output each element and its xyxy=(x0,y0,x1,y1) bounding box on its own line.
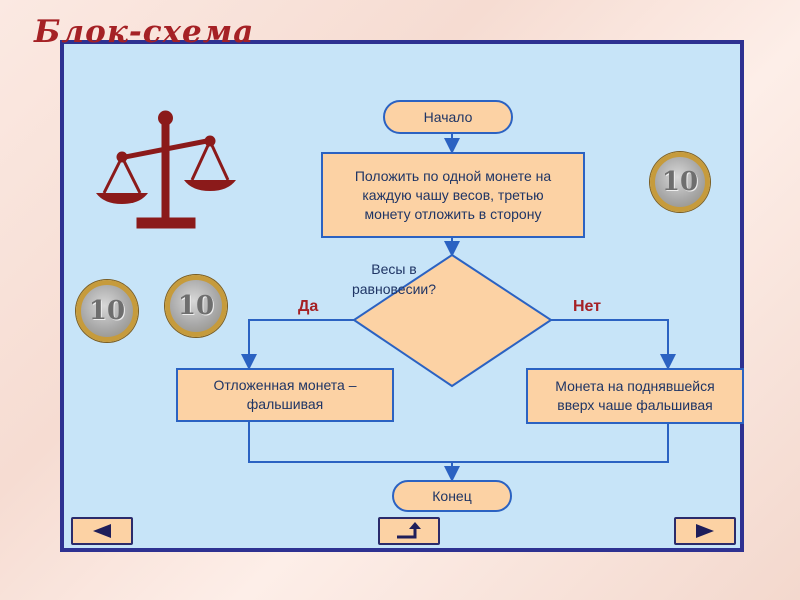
process-step-box: Положить по одной монете на каждую чашу … xyxy=(321,152,585,238)
no-result-label: Монета на поднявшейся вверх чаше фальшив… xyxy=(555,378,715,413)
next-slide-button[interactable] xyxy=(674,517,736,545)
slide-title: Блок-схема xyxy=(34,14,255,50)
connector-no-merge xyxy=(452,424,669,463)
no-result-box: Монета на поднявшейся вверх чаше фальшив… xyxy=(526,368,744,424)
connector-yes-merge xyxy=(248,422,452,463)
process-step-label: Положить по одной монете на каждую чашу … xyxy=(354,167,552,222)
yes-result-label: Отложенная монета – фальшивая xyxy=(213,377,357,412)
end-terminal: Конец xyxy=(392,480,512,512)
right-arrow-icon xyxy=(696,524,714,538)
left-arrow-icon xyxy=(93,524,111,538)
decision-diamond xyxy=(352,253,553,388)
end-label: Конец xyxy=(432,487,472,504)
scales-icon xyxy=(96,110,236,229)
coin-icon: 10 xyxy=(165,275,227,337)
start-label: Начало xyxy=(423,108,473,125)
coin-icon: 10 xyxy=(76,280,138,342)
coin-icon: 10 xyxy=(650,152,710,212)
decision-label: Весы в равновесии? xyxy=(351,261,437,297)
yes-result-box: Отложенная монета – фальшивая xyxy=(176,368,394,422)
return-arrow-icon xyxy=(397,522,421,539)
prev-slide-button[interactable] xyxy=(71,517,133,545)
return-button[interactable] xyxy=(378,517,440,545)
start-terminal: Начало xyxy=(383,100,513,134)
connector-no xyxy=(551,319,676,370)
yes-label: Да xyxy=(298,298,319,315)
connector-yes xyxy=(241,319,354,370)
no-label: Нет xyxy=(573,298,602,315)
